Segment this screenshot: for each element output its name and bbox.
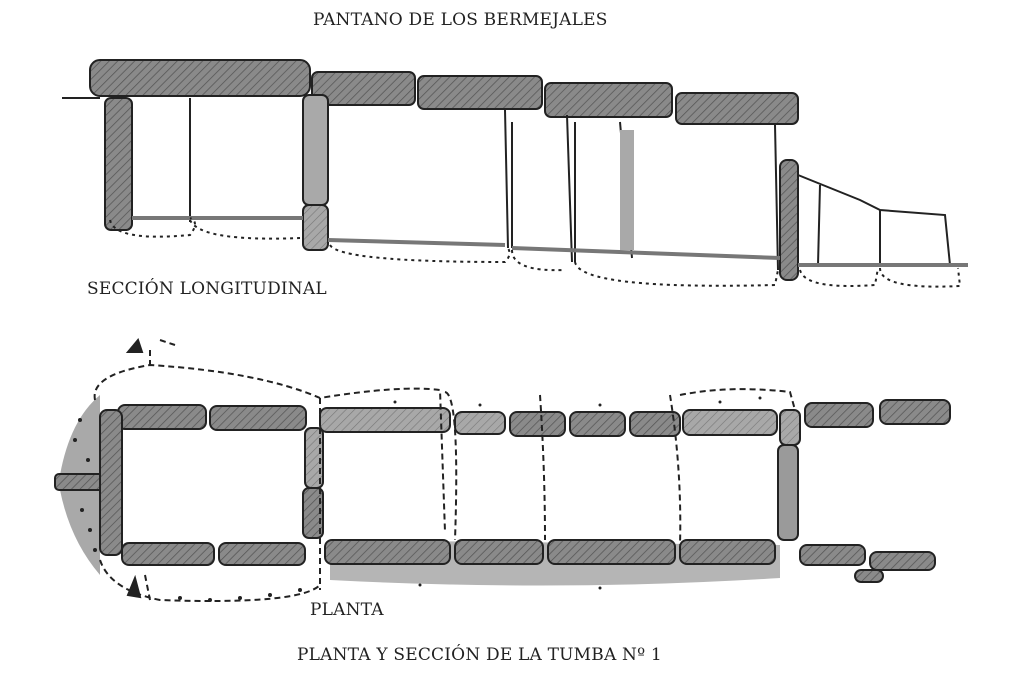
drawing-title: PANTANO DE LOS BERMEJALES (313, 10, 608, 30)
plan-label: PLANTA (310, 600, 384, 620)
section-label: SECCIÓN LONGITUDINAL (87, 279, 327, 299)
stippling (73, 396, 762, 602)
figure-caption: PLANTA Y SECCIÓN DE LA TUMBA Nº 1 (297, 645, 662, 665)
ground-plan (54, 337, 951, 602)
longitudinal-section (62, 59, 968, 288)
